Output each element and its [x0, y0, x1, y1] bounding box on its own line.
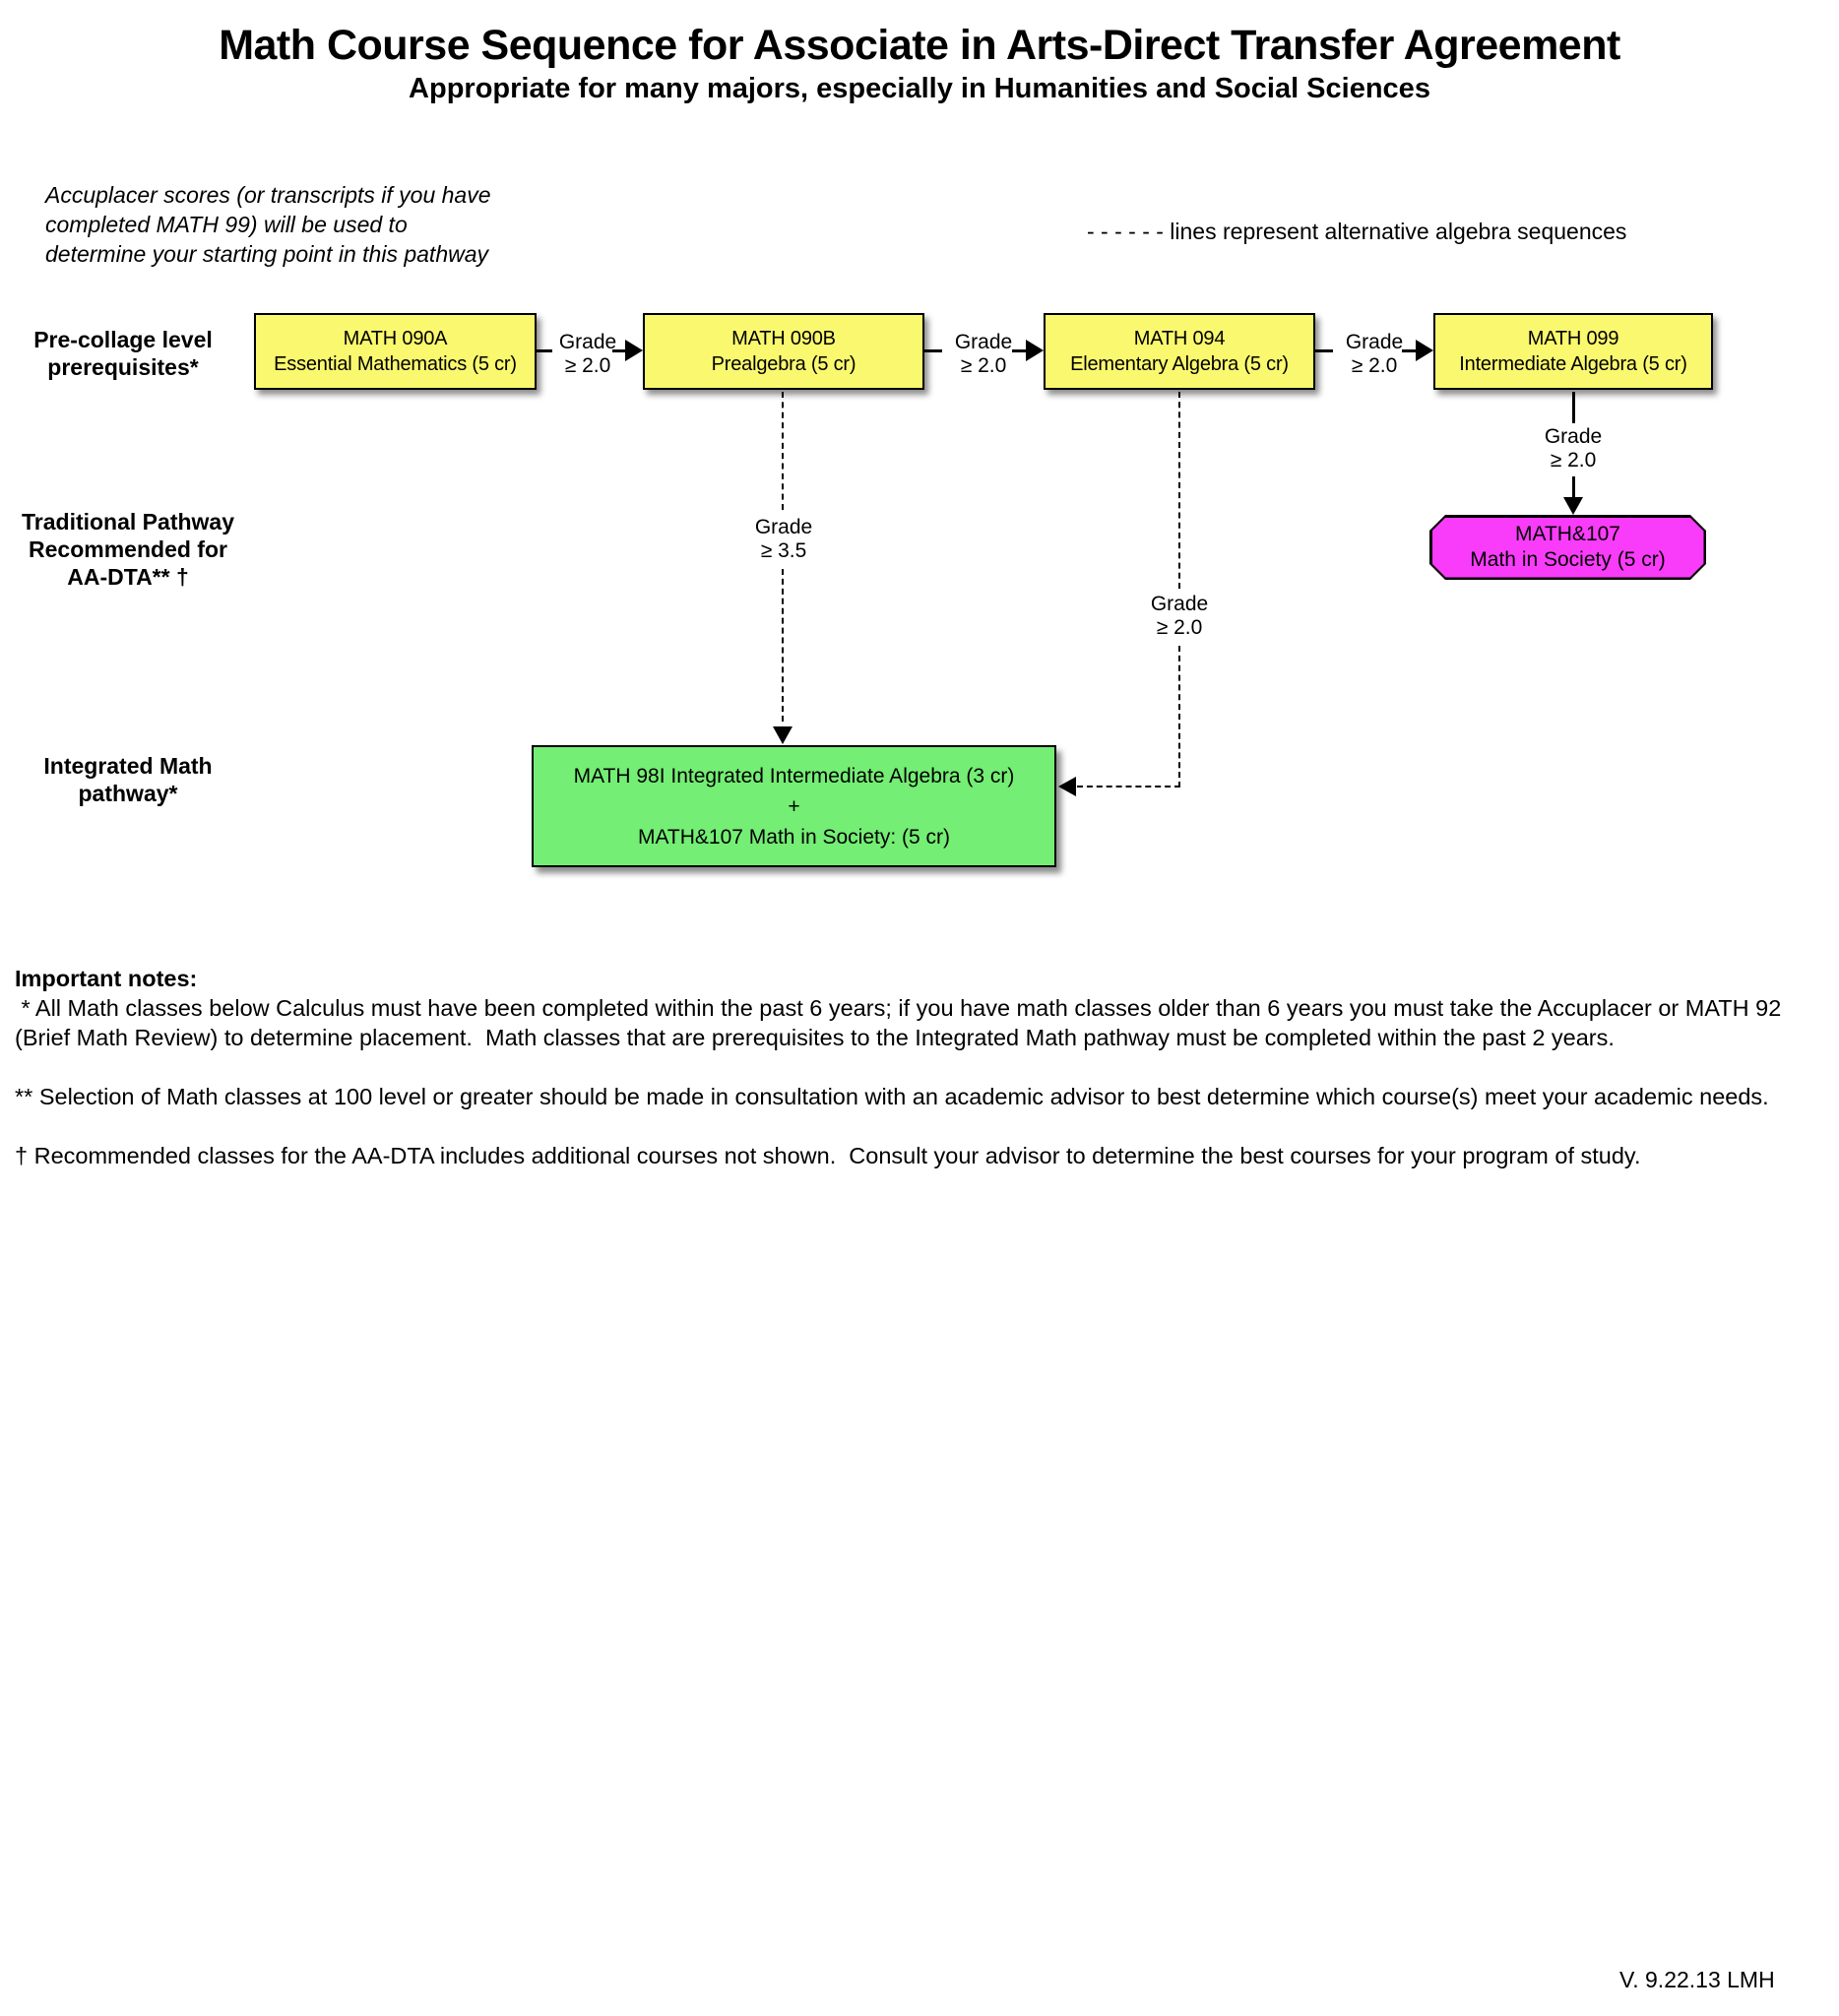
connector-line: [924, 349, 942, 352]
grade-label: Grade ≥ 2.0: [948, 331, 1019, 378]
course-box-math094: MATH 094 Elementary Algebra (5 cr): [1044, 313, 1315, 390]
arrow-down-icon: [1563, 497, 1583, 515]
grade-label: Grade ≥ 2.0: [552, 331, 623, 378]
dashed-connector-line: [782, 569, 784, 722]
course-name: Prealgebra (5 cr): [711, 353, 856, 375]
grade-label: Grade ≥ 2.0: [1538, 425, 1609, 472]
grade-label: Grade ≥ 2.0: [1144, 593, 1215, 640]
course-code: MATH&107: [1515, 523, 1620, 545]
dashed-connector-line: [1077, 786, 1180, 788]
course-name: Intermediate Algebra (5 cr): [1459, 353, 1687, 375]
page-title: Math Course Sequence for Associate in Ar…: [219, 22, 1620, 69]
integrated-pathway-box: MATH 98I Integrated Intermediate Algebra…: [532, 745, 1056, 867]
grade-label: Grade ≥ 2.0: [1339, 331, 1410, 378]
dashed-connector-line: [1178, 646, 1180, 788]
course-name: Essential Mathematics (5 cr): [274, 353, 517, 375]
course-name: Elementary Algebra (5 cr): [1070, 353, 1289, 375]
row-label-precollege: Pre-collage level prerequisites*: [33, 327, 213, 380]
arrow-right-icon: [625, 340, 643, 361]
course-code: MATH 094: [1133, 328, 1226, 349]
page-subtitle: Appropriate for many majors, especially …: [409, 73, 1430, 104]
course-box-math099: MATH 099 Intermediate Algebra (5 cr): [1433, 313, 1713, 390]
row-label-traditional: Traditional Pathway Recommended for AA-D…: [22, 509, 234, 590]
grade-label: Grade ≥ 3.5: [748, 516, 819, 563]
course-code: MATH 090A: [343, 328, 448, 349]
dashed-connector-line: [782, 392, 784, 510]
version-label: V. 9.22.13 LMH: [1619, 1967, 1775, 1992]
connector-line: [537, 349, 554, 352]
note-asterisk: * All Math classes below Calculus must h…: [15, 995, 1788, 1050]
arrow-left-icon: [1058, 777, 1076, 796]
course-code: MATH 090B: [731, 328, 836, 349]
course-code: MATH 099: [1527, 328, 1619, 349]
important-notes: Important notes: * All Math classes belo…: [15, 964, 1802, 1170]
integrated-line2: MATH&107 Math in Society: (5 cr): [637, 825, 951, 849]
notes-heading: Important notes:: [15, 966, 198, 991]
arrow-right-icon: [1026, 340, 1044, 361]
connector-line: [1315, 349, 1333, 352]
integrated-line1: MATH 98I Integrated Intermediate Algebra…: [573, 764, 1015, 788]
dashed-line-legend: - - - - - - lines represent alternative …: [1087, 219, 1627, 244]
note-double-asterisk: ** Selection of Math classes at 100 leve…: [15, 1084, 1769, 1109]
plus-sign: +: [788, 794, 800, 818]
connector-line: [612, 349, 627, 352]
intro-note: Accuplacer scores (or transcripts if you…: [45, 182, 491, 267]
note-dagger: † Recommended classes for the AA-DTA inc…: [15, 1143, 1641, 1168]
connector-line: [1572, 476, 1575, 498]
arrow-down-icon: [773, 726, 793, 744]
connector-line: [1012, 349, 1027, 352]
arrow-right-icon: [1416, 340, 1433, 361]
row-label-integrated: Integrated Math pathway*: [43, 753, 213, 806]
connector-line: [1572, 392, 1575, 423]
course-name: Math in Society (5 cr): [1470, 548, 1666, 571]
dashed-connector-line: [1178, 392, 1180, 589]
math107-box: MATH&107 Math in Society (5 cr): [1429, 515, 1706, 580]
course-box-math090a: MATH 090A Essential Mathematics (5 cr): [254, 313, 537, 390]
course-box-math090b: MATH 090B Prealgebra (5 cr): [643, 313, 924, 390]
connector-line: [1402, 349, 1417, 352]
math107-box-inner: MATH&107 Math in Society (5 cr): [1432, 518, 1704, 578]
